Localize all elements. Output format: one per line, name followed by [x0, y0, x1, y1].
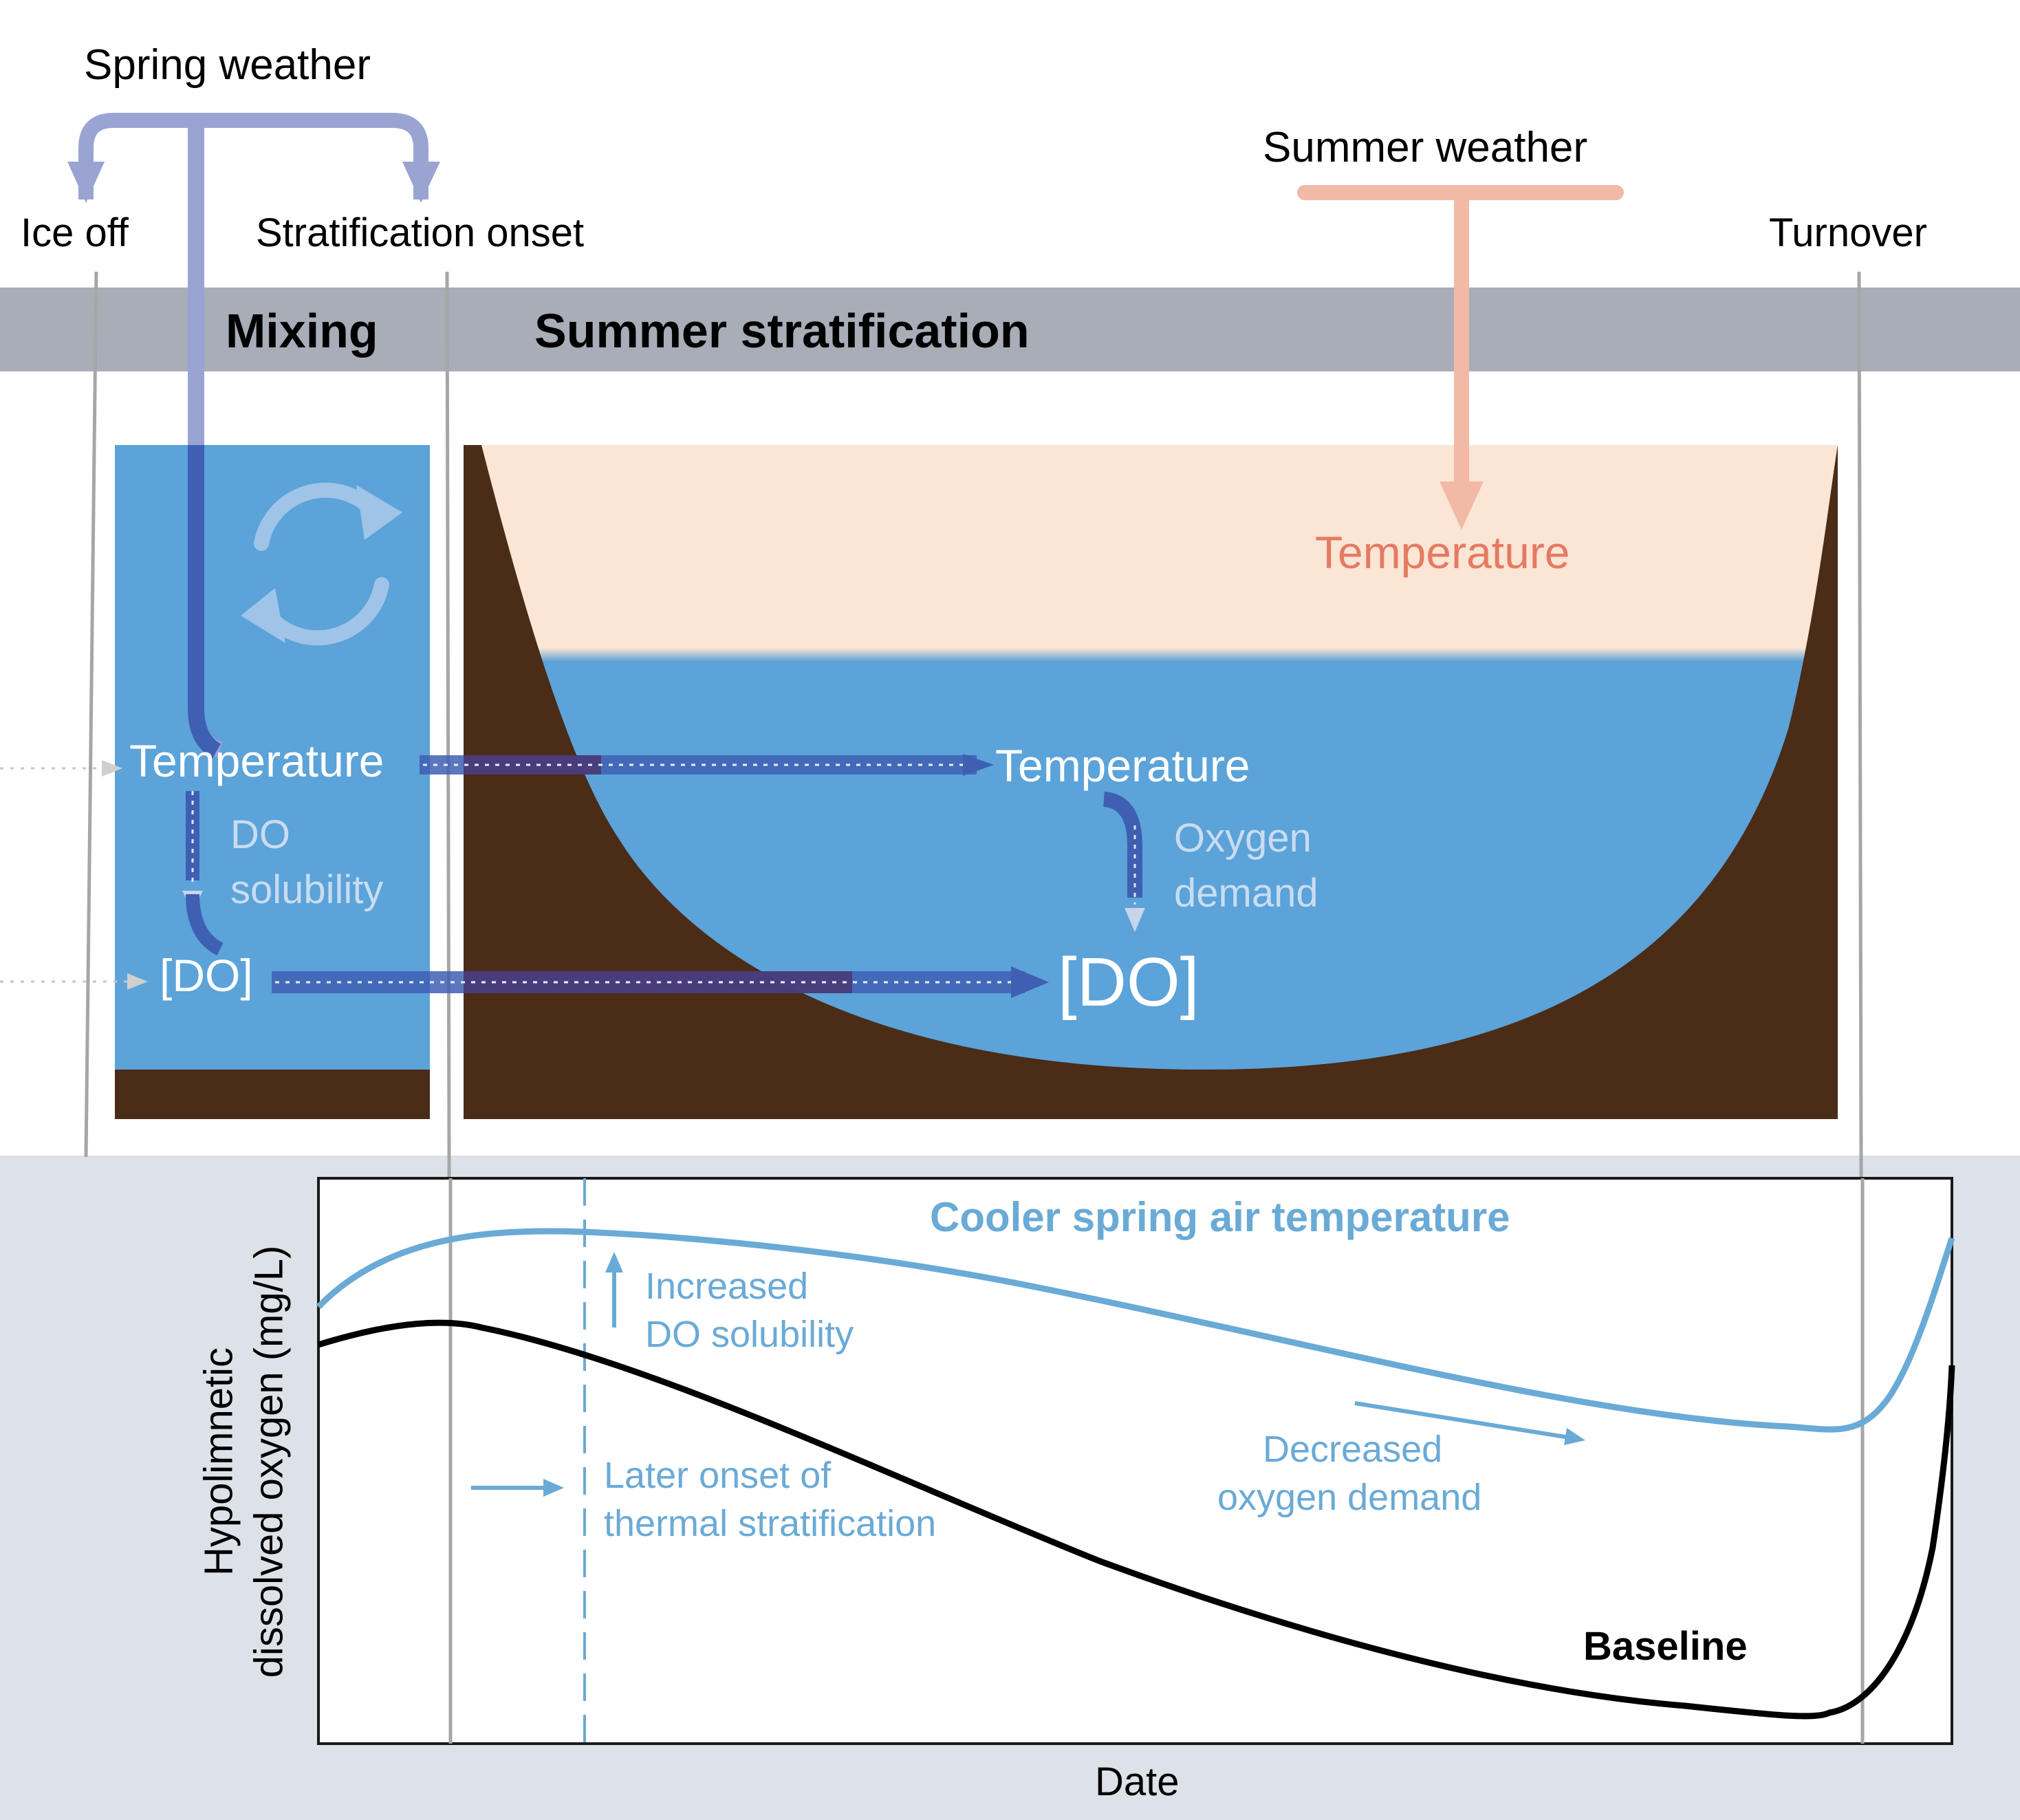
oxygen-demand-label-2: demand	[1174, 871, 1318, 916]
summer-weather-label: Summer weather	[1263, 124, 1588, 171]
x-axis-label: Date	[1095, 1759, 1180, 1804]
ice-off-label: Ice off	[21, 210, 129, 255]
arrow-down-icon	[67, 162, 105, 203]
mixing-sediment	[115, 1070, 430, 1119]
scenario-series-line	[316, 1228, 1955, 1433]
mixing-cycle-icon	[241, 482, 402, 646]
mixing-water	[115, 445, 430, 1071]
scenario-series-label: Cooler spring air temperature	[930, 1194, 1510, 1240]
y-axis-label-line2: dissolved oxygen (mg/L)	[246, 1245, 291, 1678]
lake-basin-sediment	[464, 445, 1838, 1119]
onset-annotation-1: Later onset of	[604, 1455, 832, 1496]
plot-area	[317, 1177, 1953, 1745]
surface-temperature-label: Temperature	[1315, 527, 1570, 578]
mixing-temperature-label: Temperature	[129, 735, 384, 786]
arrow-right-icon	[102, 760, 122, 777]
baseline-series-line	[317, 1319, 1955, 1720]
spring-weather-stem-in-water	[188, 445, 221, 759]
arrow-right-icon	[1564, 1428, 1585, 1445]
oxygen-demand-label-1: Oxygen	[1174, 816, 1312, 860]
arrow-right-icon	[1354, 1401, 1570, 1440]
arrow-right-icon	[127, 973, 148, 990]
onset-annotation-2: thermal stratification	[604, 1503, 937, 1544]
arrow-right-icon	[543, 1479, 564, 1497]
spring-weather-connector	[78, 113, 428, 199]
mixing-bend-arrow	[186, 893, 224, 955]
spring-weather-label: Spring weather	[84, 41, 371, 89]
arrow-right-icon	[1011, 966, 1049, 998]
summer-stratification-phase-label: Summer stratification	[534, 304, 1030, 358]
stratification-onset-label: Stratification onset	[256, 210, 585, 255]
arrow-right-icon	[963, 754, 994, 776]
ice-off-line	[84, 271, 98, 1158]
phase-band	[0, 288, 2020, 371]
arrow-down-icon	[1440, 481, 1484, 530]
solubility-annotation-2: DO solubility	[645, 1314, 854, 1355]
arrow-down-icon	[402, 162, 440, 203]
lake-epilimnion	[464, 445, 1838, 634]
lake-thermocline	[464, 619, 1838, 688]
baseline-series-label: Baseline	[1583, 1624, 1748, 1669]
stratified-temperature-label: Temperature	[995, 740, 1250, 791]
do-solubility-label-1: DO	[230, 812, 290, 857]
y-axis-label-line1: Hypolimnetic	[196, 1347, 241, 1577]
demand-annotation-2: oxygen demand	[1217, 1477, 1482, 1518]
mixing-phase-label: Mixing	[226, 304, 378, 358]
mixing-do-label: [DO]	[160, 950, 253, 1001]
stratified-do-label: [DO]	[1058, 944, 1199, 1021]
demand-annotation-1: Decreased	[1263, 1429, 1443, 1470]
turnover-label: Turnover	[1769, 210, 1927, 255]
solubility-annotation-1: Increased	[645, 1266, 809, 1307]
oxygen-demand-arrow	[1103, 792, 1142, 898]
do-solubility-label-2: solubility	[230, 867, 384, 912]
arrow-up-icon	[605, 1252, 623, 1272]
arrow-down-icon	[1125, 908, 1145, 932]
